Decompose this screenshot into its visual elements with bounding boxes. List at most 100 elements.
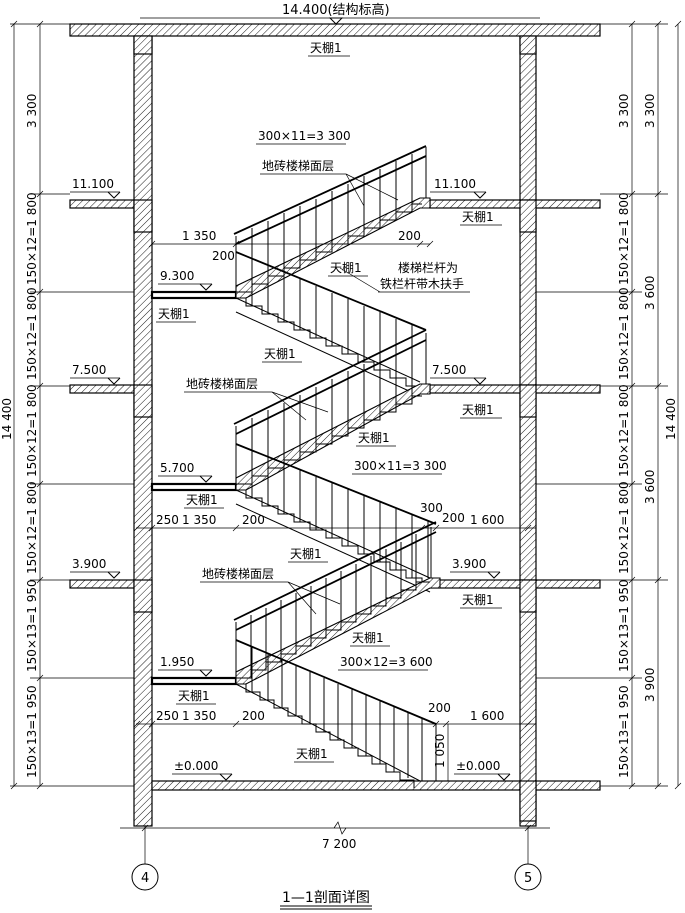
railings [233, 145, 437, 781]
svg-text:3 600: 3 600 [643, 470, 657, 504]
svg-text:300: 300 [420, 501, 443, 515]
axis-4-bubble [131, 863, 159, 891]
svg-text:150×12=1 800: 150×12=1 800 [25, 481, 39, 574]
horizontal-dimensions: 1 350 200 200 250 1 350 200 300 200 1 60… [133, 229, 536, 781]
svg-text:150×12=1 800: 150×12=1 800 [25, 287, 39, 380]
svg-text:150×12=1 800: 150×12=1 800 [617, 287, 631, 380]
svg-text:150×13=1 950: 150×13=1 950 [617, 579, 631, 672]
landing-slabs [150, 290, 238, 686]
svg-text:1 350: 1 350 [182, 229, 216, 243]
walls [133, 35, 537, 836]
overall-width: 7 200 [322, 837, 356, 851]
left-wall [133, 35, 153, 827]
finish-label: 地砖楼梯面层 [186, 376, 258, 391]
svg-text:150×13=1 950: 150×13=1 950 [617, 685, 631, 778]
svg-text:200: 200 [212, 249, 235, 263]
roof-slab: 14.400(结构标高) [69, 2, 601, 55]
svg-text:200: 200 [398, 229, 421, 243]
svg-text:9.300: 9.300 [160, 269, 194, 283]
floor-slabs [69, 199, 601, 822]
svg-text:±0.000: ±0.000 [456, 759, 500, 773]
ceiling-label: 天棚1 [178, 688, 210, 703]
overall-height-left: 14 400 [0, 398, 14, 440]
svg-text:7.500: 7.500 [432, 363, 466, 377]
top-level-label: 14.400(结构标高) [282, 2, 390, 18]
level-marks: 11.100 11.100 7.500 7.500 3.900 3.900 [70, 177, 511, 781]
rail-note-line1: 楼梯栏杆为 [398, 260, 458, 275]
ceiling-label: 天棚1 [462, 402, 494, 417]
svg-text:150×12=1 800: 150×12=1 800 [617, 384, 631, 477]
svg-text:1.950: 1.950 [160, 655, 194, 669]
svg-text:150×12=1 800: 150×12=1 800 [617, 192, 631, 285]
svg-text:11.100: 11.100 [434, 177, 476, 191]
svg-text:3.900: 3.900 [452, 557, 486, 571]
ceiling-label: 天棚1 [310, 40, 342, 55]
svg-text:200: 200 [442, 511, 465, 525]
axis-5-label: 5 [524, 871, 532, 886]
finish-label: 地砖楼梯面层 [202, 566, 274, 581]
svg-text:5.700: 5.700 [160, 461, 194, 475]
svg-text:200: 200 [242, 513, 265, 527]
left-dimension-chain: 14 400 3 300 150×12=1 800 150×12=1 800 1… [0, 20, 134, 790]
level-3900-right: 3.900 [450, 557, 501, 579]
level-11100-right: 11.100 [430, 177, 487, 199]
section-title: 1—1剖面详图 [282, 890, 370, 906]
level-9300: 9.300 [158, 269, 213, 291]
level-ground-left: ±0.000 [172, 759, 233, 781]
svg-text:3 900: 3 900 [643, 668, 657, 702]
roof-slab-body [69, 23, 601, 37]
run-dim-middle: 300×11=3 300 [354, 459, 447, 473]
right-wall [519, 35, 537, 827]
run-dim-upper: 300×11=3 300 [258, 129, 351, 143]
run-dim-lower: 300×12=3 600 [340, 655, 433, 669]
level-11100-left: 11.100 [70, 177, 121, 199]
level-5700: 5.700 [158, 461, 213, 483]
ceiling-label: 天棚1 [358, 430, 390, 445]
ceiling-label: 天棚1 [296, 746, 328, 761]
ceiling-label: 天棚1 [330, 260, 362, 275]
ceiling-label: 天棚1 [462, 592, 494, 607]
svg-text:1 350: 1 350 [182, 513, 216, 527]
svg-text:7.500: 7.500 [72, 363, 106, 377]
svg-text:250: 250 [156, 709, 179, 723]
svg-text:3 300: 3 300 [643, 94, 657, 128]
svg-text:250: 250 [156, 513, 179, 527]
ceiling-label: 天棚1 [290, 546, 322, 561]
right-dimension-chain: 3 300 150×12=1 800 150×12=1 800 150×12=1… [536, 20, 682, 790]
svg-text:3 600: 3 600 [643, 276, 657, 310]
svg-text:3 300: 3 300 [617, 94, 631, 128]
svg-text:200: 200 [242, 709, 265, 723]
ceiling-label: 天棚1 [264, 346, 296, 361]
svg-text:11.100: 11.100 [72, 177, 114, 191]
run-dimensions: 300×11=3 300 300×11=3 300 300×12=3 600 [256, 129, 447, 671]
drawing-title: 1—1剖面详图 [280, 890, 372, 910]
axis-and-width: 7 200 4 5 [120, 821, 550, 891]
level-7500-left: 7.500 [70, 363, 121, 385]
level-ground-right: ±0.000 [454, 759, 511, 781]
svg-text:±0.000: ±0.000 [174, 759, 218, 773]
svg-text:1 600: 1 600 [470, 513, 504, 527]
level-3900-left: 3.900 [70, 557, 121, 579]
svg-text:150×12=1 800: 150×12=1 800 [25, 384, 39, 477]
ceiling-label: 天棚1 [186, 492, 218, 507]
ceiling-label: 天棚1 [352, 630, 384, 645]
rail-note-line2: 铁栏杆带木扶手 [380, 276, 464, 291]
svg-text:200: 200 [428, 701, 451, 715]
ceiling-label: 天棚1 [462, 209, 494, 224]
axis-5-bubble [514, 863, 542, 891]
annotations: 地砖楼梯面层 楼梯栏杆为 铁栏杆带木扶手 地砖楼梯面层 地砖楼梯面层 [184, 158, 470, 615]
svg-text:3.900: 3.900 [72, 557, 106, 571]
svg-text:150×13=1 950: 150×13=1 950 [25, 685, 39, 778]
svg-text:1 350: 1 350 [182, 709, 216, 723]
svg-text:1 600: 1 600 [470, 709, 504, 723]
ceiling-label: 天棚1 [158, 306, 190, 321]
overall-height-right: 14 400 [664, 398, 678, 440]
level-1950: 1.950 [158, 655, 213, 677]
svg-text:150×13=1 950: 150×13=1 950 [25, 579, 39, 672]
axis-4-label: 4 [141, 871, 149, 886]
svg-text:150×12=1 800: 150×12=1 800 [25, 192, 39, 285]
svg-text:3 300: 3 300 [25, 94, 39, 128]
svg-text:150×12=1 800: 150×12=1 800 [617, 481, 631, 574]
level-7500-right: 7.500 [430, 363, 487, 385]
